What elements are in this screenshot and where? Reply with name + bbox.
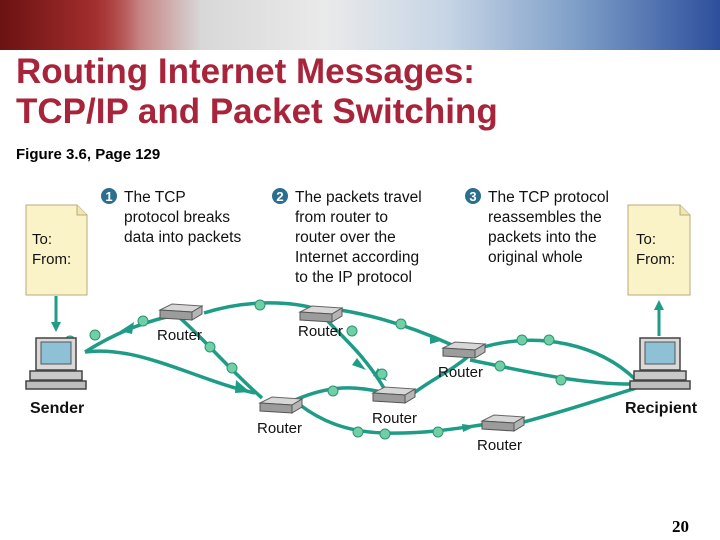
- figure-caption: Figure 3.6, Page 129: [16, 146, 161, 163]
- sender-label: Sender: [30, 400, 84, 417]
- packet: [379, 428, 391, 440]
- step-1-line: protocol breaks: [124, 209, 230, 226]
- recipient-document: To: From:: [627, 204, 691, 296]
- path-segment: [178, 316, 264, 400]
- packet: [543, 334, 555, 346]
- sender-computer-icon: Sender: [25, 337, 87, 417]
- packet: [137, 315, 149, 327]
- router-4: Router: [257, 396, 304, 437]
- packet: [395, 318, 407, 330]
- router-6: Router: [477, 414, 526, 454]
- router-2-label: Router: [298, 323, 343, 340]
- step-2-number: 2: [276, 189, 283, 204]
- path-arrow: [235, 380, 250, 393]
- path-arrow: [462, 424, 476, 432]
- step-2-line: The packets travel: [295, 189, 422, 206]
- path-segment: [479, 338, 638, 382]
- sender-doc-from: From:: [32, 251, 71, 268]
- step-1-line: data into packets: [124, 229, 241, 246]
- router-6-label: Router: [477, 437, 522, 454]
- step-2-line: from router to: [295, 209, 388, 226]
- recipient-doc-to: To:: [636, 231, 656, 248]
- recipient-doc-from: From:: [636, 251, 675, 268]
- router-5: Router: [371, 386, 417, 427]
- path-arrow: [430, 334, 444, 344]
- step-1-number: 1: [105, 189, 112, 204]
- page-number: 20: [672, 517, 689, 536]
- router-1: Router: [157, 303, 204, 344]
- step-3-number: 3: [469, 189, 476, 204]
- packet: [516, 334, 528, 346]
- sender-document: To: From:: [25, 204, 88, 296]
- packet: [555, 374, 567, 386]
- packet: [204, 341, 216, 353]
- step-2-line: to the IP protocol: [295, 269, 412, 286]
- step-1-badge: [101, 188, 117, 204]
- step-1: 1 The TCP protocol breaks data into pack…: [101, 188, 241, 246]
- header-banner-accent: [0, 0, 140, 50]
- path-segment: [469, 358, 637, 386]
- router-1-label: Router: [157, 327, 202, 344]
- path-segment: [84, 349, 256, 395]
- router-2: Router: [298, 305, 344, 340]
- step-3-badge: [465, 188, 481, 204]
- packet: [376, 368, 388, 380]
- path-segment: [339, 308, 453, 347]
- step-2-line: Internet according: [295, 249, 419, 266]
- packet: [494, 360, 506, 372]
- step-3-line: The TCP protocol: [488, 189, 609, 206]
- path-segment: [408, 353, 472, 398]
- recipient-computer-icon: Recipient: [625, 337, 698, 417]
- recipient-label: Recipient: [625, 400, 698, 417]
- packet: [346, 325, 358, 337]
- step-3-line: reassembles the: [488, 209, 602, 226]
- path-segment: [519, 386, 637, 425]
- sender-doc-to: To:: [32, 231, 52, 248]
- step-2: 2 The packets travel from router to rout…: [272, 188, 422, 286]
- packet: [226, 362, 238, 374]
- packet: [352, 426, 364, 438]
- router-4-label: Router: [257, 420, 302, 437]
- packet: [254, 299, 266, 311]
- packet: [89, 329, 101, 341]
- slide-title: Routing Internet Messages: TCP/IP and Pa…: [16, 52, 706, 132]
- step-2-badge: [272, 188, 288, 204]
- router-3: Router: [438, 341, 487, 381]
- step-1-line: The TCP: [124, 189, 186, 206]
- step-3: 3 The TCP protocol reassembles the packe…: [465, 188, 609, 266]
- path-arrow: [352, 358, 366, 370]
- router-5-label: Router: [372, 410, 417, 427]
- title-line-1: Routing Internet Messages:: [16, 52, 475, 91]
- step-3-line: packets into the: [488, 229, 597, 246]
- step-3-line: original whole: [488, 249, 583, 266]
- router-3-label: Router: [438, 364, 483, 381]
- title-line-2: TCP/IP and Packet Switching: [16, 92, 498, 131]
- path-segment: [323, 316, 387, 391]
- packet: [432, 426, 444, 438]
- step-2-line: router over the: [295, 229, 396, 246]
- path-arrow: [120, 322, 134, 334]
- packet: [327, 385, 339, 397]
